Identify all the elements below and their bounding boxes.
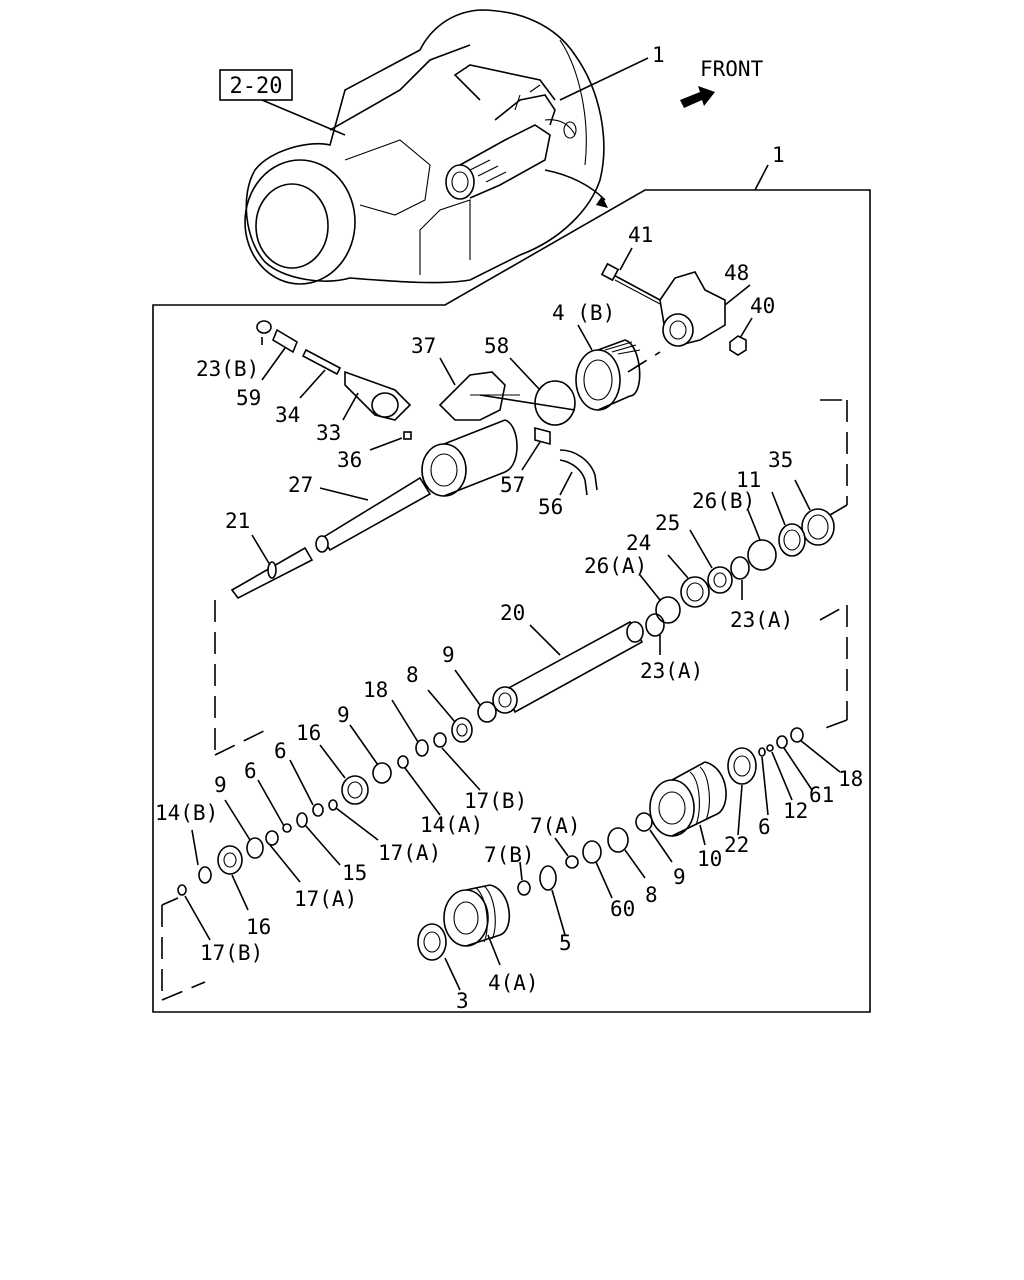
callout-36: 36 <box>337 448 362 472</box>
callout-4a: 4(A) <box>488 971 539 995</box>
callout-20: 20 <box>500 601 525 625</box>
callout-27: 27 <box>288 473 313 497</box>
callout-57: 57 <box>500 473 525 497</box>
callout-labels: 41 48 40 4 (B) 58 37 23(B) 59 34 33 36 5… <box>155 223 863 1013</box>
callout-8-1: 8 <box>406 663 419 687</box>
callout-60: 60 <box>610 897 635 921</box>
callout-26a: 26(A) <box>584 554 647 578</box>
callout-17b-2: 17(B) <box>200 941 263 965</box>
callout-12: 12 <box>783 799 808 823</box>
callout-6-1: 6 <box>274 739 287 763</box>
callout-37: 37 <box>411 334 436 358</box>
callout-4b: 4 (B) <box>552 301 615 325</box>
callout-9-3: 9 <box>214 773 227 797</box>
callout-15: 15 <box>342 861 367 885</box>
reference-box: 2-20 <box>219 69 346 136</box>
callout-48: 48 <box>724 261 749 285</box>
callout-1-box: 1 <box>772 143 785 167</box>
callout-22: 22 <box>724 833 749 857</box>
parts-drawing <box>161 247 848 1001</box>
callout-16-1: 16 <box>296 721 321 745</box>
reference-box-label: 2-20 <box>230 74 283 99</box>
callout-8-2: 8 <box>645 883 658 907</box>
callout-59: 59 <box>236 386 261 410</box>
callout-5: 5 <box>559 931 572 955</box>
front-indicator: FRONT <box>680 57 764 108</box>
callout-23b: 23(B) <box>196 357 259 381</box>
front-label: FRONT <box>700 57 764 81</box>
callout-25: 25 <box>655 511 680 535</box>
detail-frame: 1 <box>152 143 871 1013</box>
callout-9-1: 9 <box>442 643 455 667</box>
callout-21: 21 <box>225 509 250 533</box>
callout-6-2: 6 <box>244 759 257 783</box>
callout-9-2: 9 <box>337 703 350 727</box>
callout-61: 61 <box>809 783 834 807</box>
callout-14a: 14(A) <box>420 813 483 837</box>
callout-58: 58 <box>484 334 509 358</box>
callout-35: 35 <box>768 448 793 472</box>
callout-23a-2: 23(A) <box>640 659 703 683</box>
callout-24: 24 <box>626 531 651 555</box>
callout-18-2: 18 <box>838 767 863 791</box>
callout-14b: 14(B) <box>155 801 218 825</box>
callout-17b-1: 17(B) <box>464 789 527 813</box>
callout-11: 11 <box>736 468 761 492</box>
callout-1-top: 1 <box>652 43 665 67</box>
callout-34: 34 <box>275 403 300 427</box>
callout-26b: 26(B) <box>692 489 755 513</box>
callout-56: 56 <box>538 495 563 519</box>
callout-23a-1: 23(A) <box>730 608 793 632</box>
transmission-overview <box>244 9 608 285</box>
front-arrow-icon <box>680 86 715 108</box>
callout-6-3: 6 <box>758 815 771 839</box>
callout-9-4: 9 <box>673 865 686 889</box>
callout-41: 41 <box>628 223 653 247</box>
callout-10: 10 <box>697 847 722 871</box>
callout-7b: 7(B) <box>484 843 535 867</box>
callout-17a-1: 17(A) <box>378 841 441 865</box>
callout-18-1: 18 <box>363 678 388 702</box>
callout-7a: 7(A) <box>530 814 581 838</box>
callout-16-2: 16 <box>246 915 271 939</box>
callout-17a-2: 17(A) <box>294 887 357 911</box>
callout-40: 40 <box>750 294 775 318</box>
callout-3: 3 <box>456 989 469 1013</box>
callout-33: 33 <box>316 421 341 445</box>
